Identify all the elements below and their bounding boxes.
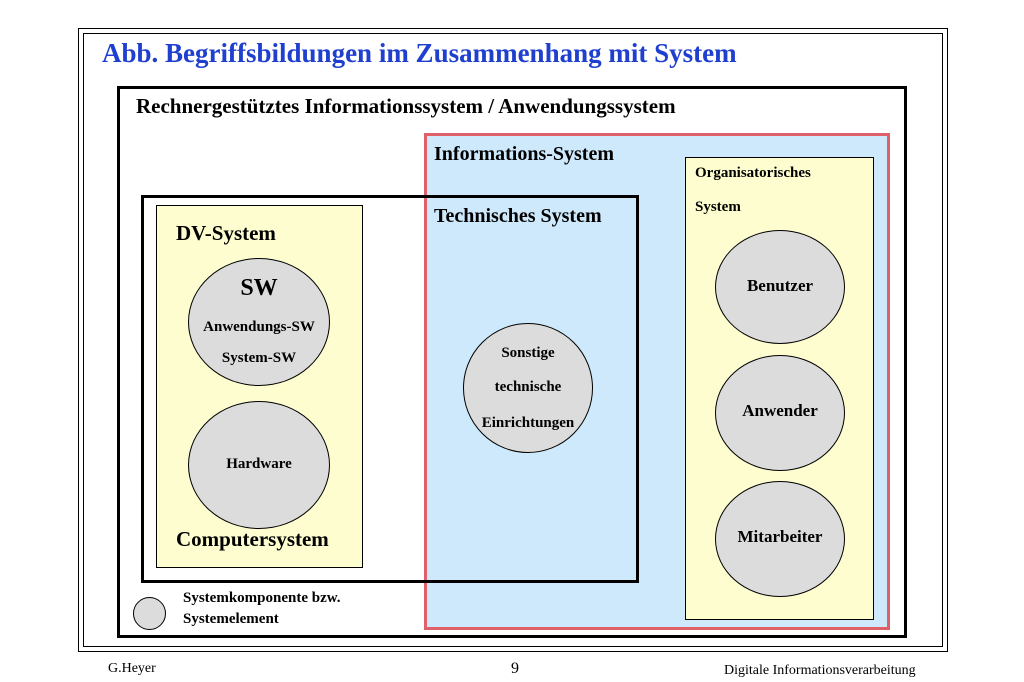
application-software-label: Anwendungs-SW	[203, 319, 315, 335]
hardware-component: Hardware	[188, 401, 330, 529]
computer-system-label: Computersystem	[176, 527, 329, 551]
dv-system-label: DV-System	[176, 221, 276, 245]
other-technical-line2: technische	[494, 379, 562, 395]
legend-line1: Systemkomponente bzw.	[183, 590, 341, 606]
system-software-label: System-SW	[221, 350, 297, 366]
legend-component-symbol	[133, 597, 166, 630]
slide-title: Abb. Begriffsbildungen im Zusammenhang m…	[102, 38, 737, 68]
other-technical-line3: Einrichtungen	[481, 415, 575, 431]
operator-label: Anwender	[742, 401, 818, 420]
technical-system-box	[141, 195, 639, 583]
hardware-label: Hardware	[226, 456, 292, 472]
technical-system-label: Technisches System	[434, 205, 602, 227]
software-component: SW Anwendungs-SW System-SW	[188, 258, 330, 386]
organizational-system-label-2: System	[695, 199, 741, 215]
information-system-label: Informations-System	[434, 143, 614, 165]
application-system-label: Rechnergestütztes Informationssystem / A…	[136, 94, 676, 118]
organizational-system-label-1: Organisatorisches	[695, 165, 811, 181]
software-label: SW	[240, 275, 278, 301]
footer-page-number: 9	[511, 660, 519, 677]
other-technical-line1: Sonstige	[501, 345, 555, 361]
legend-line2: Systemelement	[183, 611, 279, 627]
slide-frame-inner	[83, 33, 943, 647]
other-technical-component: Sonstige technische Einrichtungen	[463, 323, 593, 453]
footer-course: Digitale Informationsverarbeitung	[724, 663, 916, 678]
employee-label: Mitarbeiter	[737, 527, 823, 546]
user-label: Benutzer	[746, 276, 814, 295]
slide-frame-outer	[78, 28, 948, 652]
application-system-box	[117, 86, 907, 638]
employee-component: Mitarbeiter	[715, 481, 845, 597]
footer-author: G.Heyer	[108, 661, 156, 676]
user-component: Benutzer	[715, 230, 845, 344]
operator-component: Anwender	[715, 355, 845, 471]
